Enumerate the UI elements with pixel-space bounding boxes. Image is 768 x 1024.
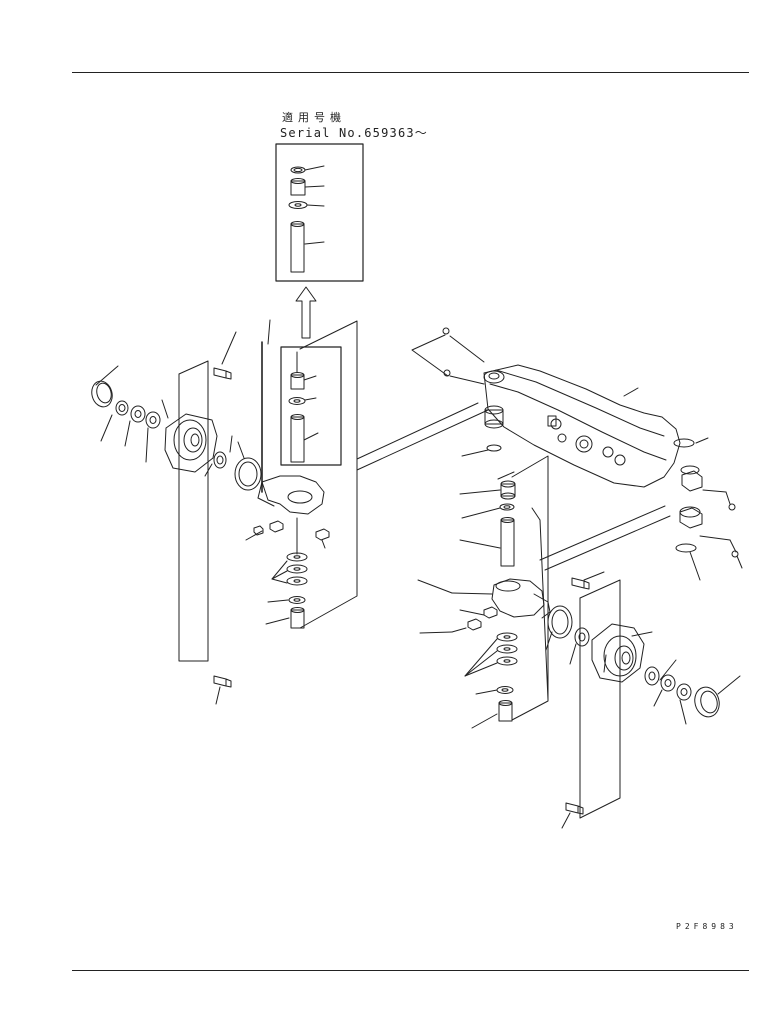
- applicable-machine-label: 適用号機: [282, 111, 346, 124]
- right-upper-bushing: [462, 406, 503, 456]
- right-knuckle: [418, 579, 550, 633]
- right-lower-parts: [465, 633, 517, 728]
- frame-connect-lines: [357, 403, 670, 570]
- right-pin-panel: [498, 456, 548, 720]
- serial-number-label: Serial No.659363～: [280, 126, 428, 140]
- up-arrow: [296, 287, 316, 338]
- axle-frame: [484, 365, 742, 580]
- right-panel-outlines: [562, 572, 620, 828]
- right-center-pin-parts: [460, 481, 515, 566]
- frame-top-bolts: [412, 328, 484, 384]
- left-knuckle: [246, 476, 329, 548]
- right-hub-assembly: [546, 606, 740, 724]
- left-panel-outlines: [179, 320, 357, 661]
- left-lower-parts: [266, 518, 307, 628]
- inset-parts-box: [276, 144, 363, 281]
- left-bolts: [214, 332, 236, 704]
- left-pin-box: [281, 347, 341, 465]
- left-hub-assembly: [89, 366, 261, 490]
- footer-rule: [72, 970, 749, 971]
- drawing-code: P2F8983: [676, 922, 738, 931]
- header-rule: [72, 72, 749, 73]
